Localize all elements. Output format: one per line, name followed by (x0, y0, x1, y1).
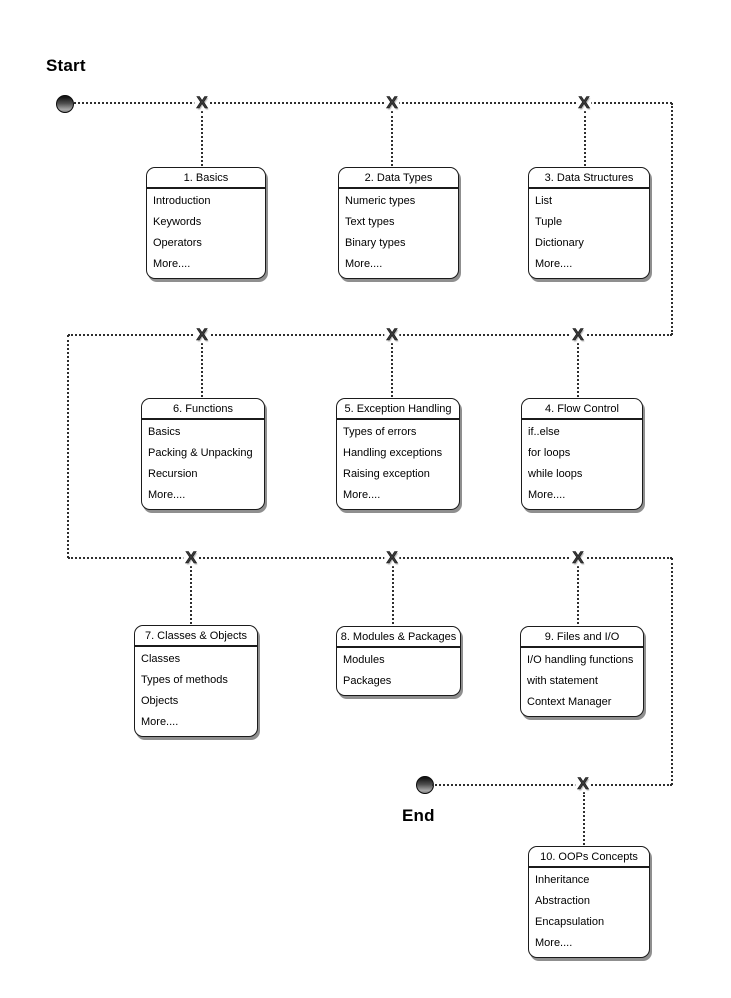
end-label: End (402, 806, 435, 825)
stub-modules-packages (392, 566, 394, 624)
topic-box-files-io: 9. Files and I/O I/O handling functions w… (520, 626, 644, 717)
topic-item: More.... (153, 258, 191, 270)
stub-exception-handling (391, 343, 393, 397)
start-label: Start (46, 56, 86, 75)
junction-x-icon: X (576, 93, 592, 113)
topic-item: Abstraction (535, 895, 591, 907)
topic-box-title: 1. Basics (147, 168, 265, 189)
topic-item: More.... (535, 258, 573, 270)
topic-item: Encapsulation (535, 916, 605, 928)
junction-x-icon: X (570, 325, 586, 345)
topic-item: Numeric types (345, 195, 416, 207)
junction-x-icon: X (384, 93, 400, 113)
topic-item: Raising exception (343, 468, 430, 480)
junction-x-icon: X (194, 93, 210, 113)
topic-item: Classes (141, 653, 181, 665)
topic-item: Objects (141, 695, 179, 707)
topic-item: for loops (528, 447, 571, 459)
topic-item: Context Manager (527, 696, 612, 708)
junction-x-icon: X (183, 548, 199, 568)
connector-right-vertical-2 (671, 558, 673, 785)
stub-classes-objects (190, 566, 192, 624)
topic-box-title: 6. Functions (142, 399, 264, 420)
topic-box-title: 4. Flow Control (522, 399, 642, 420)
topic-item: Tuple (535, 216, 563, 228)
connector-end-horizontal (432, 784, 672, 786)
topic-item: with statement (527, 675, 598, 687)
topic-box-title: 8. Modules & Packages (337, 627, 460, 648)
topic-box-title: 5. Exception Handling (337, 399, 459, 420)
topic-item: while loops (528, 468, 583, 480)
topic-item: Packing & Unpacking (148, 447, 253, 459)
topic-box-title: 2. Data Types (339, 168, 458, 189)
topic-item: More.... (345, 258, 383, 270)
topic-item: Handling exceptions (343, 447, 443, 459)
topic-item: Recursion (148, 468, 198, 480)
topic-item: I/O handling functions (527, 654, 634, 666)
topic-item: More.... (148, 489, 186, 501)
topic-item: Types of errors (343, 426, 417, 438)
connector-right-vertical-1 (671, 103, 673, 335)
topic-item: Introduction (153, 195, 211, 207)
topic-item: More.... (528, 489, 566, 501)
stub-flow-control (577, 343, 579, 397)
topic-item: Operators (153, 237, 202, 249)
stub-oops-concepts (583, 792, 585, 845)
stub-files-io (577, 566, 579, 624)
junction-x-icon: X (575, 774, 591, 794)
topic-item: Dictionary (535, 237, 584, 249)
topic-item: Keywords (153, 216, 202, 228)
topic-box-title: 9. Files and I/O (521, 627, 643, 648)
connector-row2-horizontal (68, 334, 672, 336)
topic-item: More.... (343, 489, 381, 501)
stub-data-structures (584, 111, 586, 166)
junction-x-icon: X (384, 548, 400, 568)
stub-data-types (391, 111, 393, 166)
junction-x-icon: X (194, 325, 210, 345)
connector-left-vertical (67, 335, 69, 558)
connector-row1-horizontal (74, 102, 672, 104)
stub-basics (201, 111, 203, 166)
topic-item: Packages (343, 675, 392, 687)
junction-x-icon: X (570, 548, 586, 568)
topic-box-title: 3. Data Structures (529, 168, 649, 189)
stub-functions (201, 343, 203, 397)
connector-row3-horizontal (68, 557, 672, 559)
topic-item: Text types (345, 216, 395, 228)
topic-item: Modules (343, 654, 385, 666)
topic-box-flow-control: 4. Flow Control if..else for loops while l… (521, 398, 643, 510)
topic-item: More.... (535, 937, 573, 949)
topic-box-title: 10. OOPs Concepts (529, 847, 649, 868)
topic-item: List (535, 195, 553, 207)
topic-item: More.... (141, 716, 179, 728)
topic-item: Types of methods (141, 674, 228, 686)
junction-x-icon: X (384, 325, 400, 345)
topic-item: Binary types (345, 237, 406, 249)
topic-item: Inheritance (535, 874, 590, 886)
topic-item: if..else (528, 426, 560, 438)
start-node-icon (56, 95, 74, 113)
topic-box-title: 7. Classes & Objects (135, 626, 257, 647)
topic-item: Basics (148, 426, 181, 438)
